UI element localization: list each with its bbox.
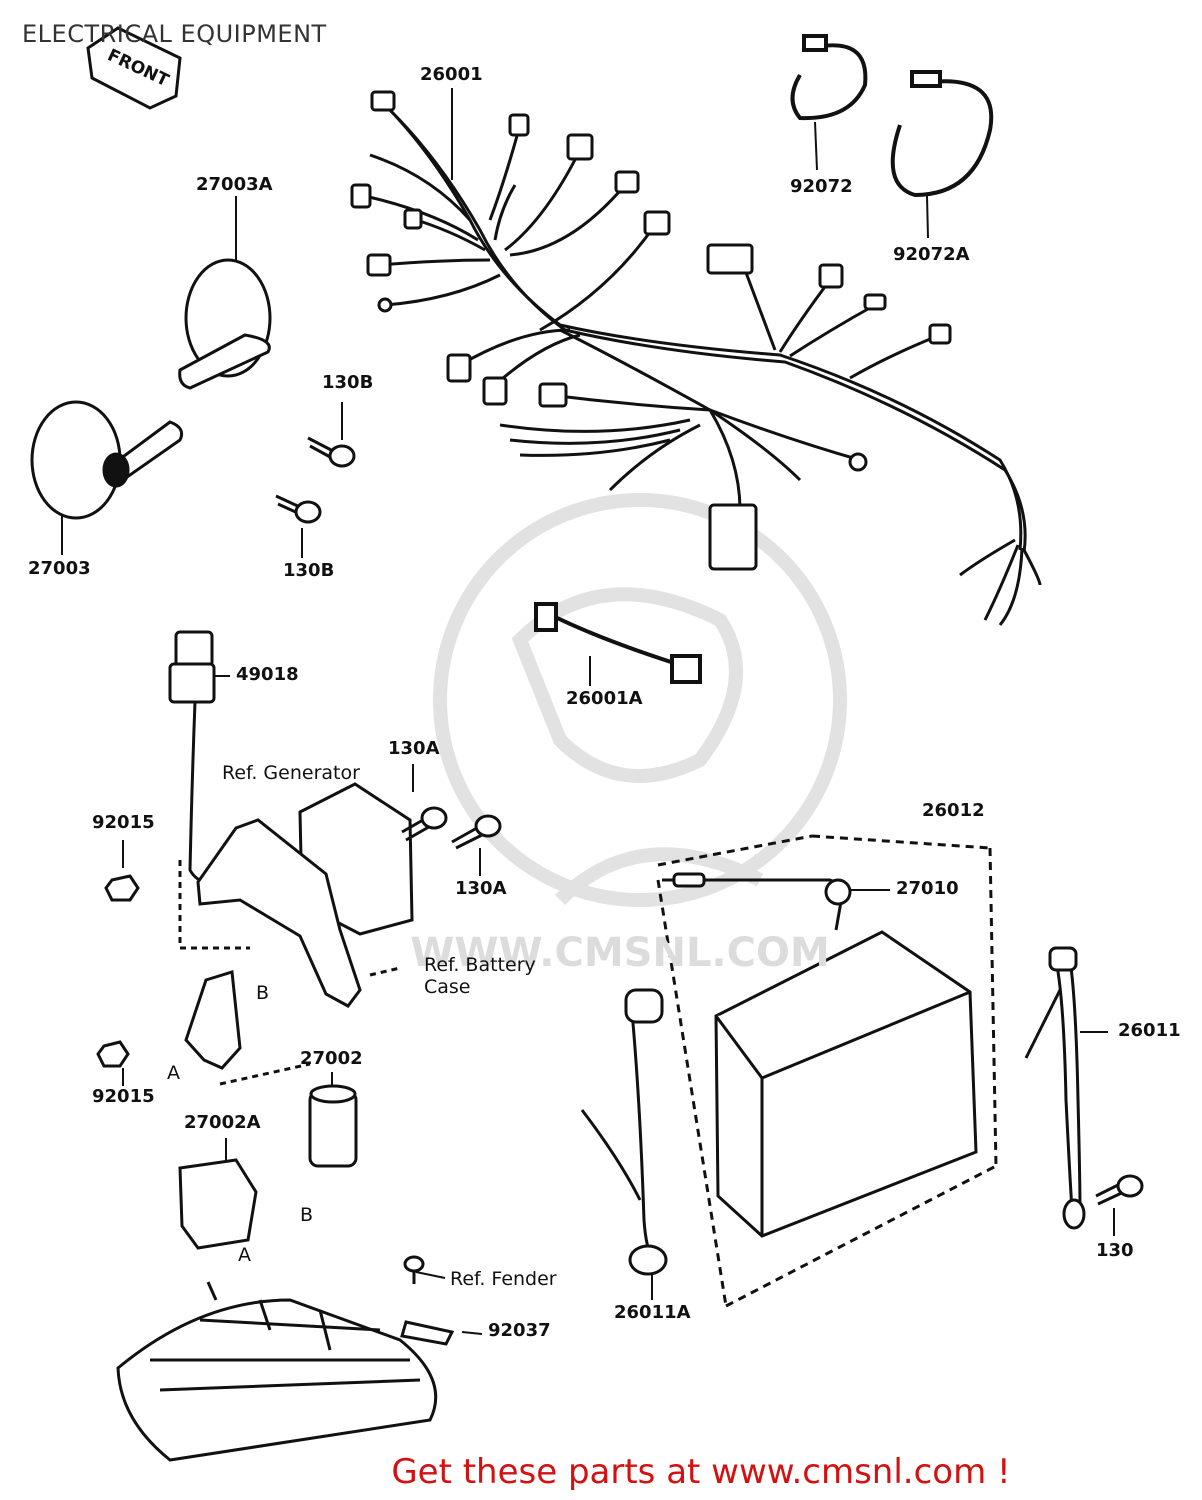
bolts-130A: [401, 806, 502, 850]
harness-connectors: [350, 90, 952, 571]
label-26012: 26012: [922, 800, 985, 821]
label-130A-bottom: 130A: [455, 878, 507, 899]
horns: [30, 258, 272, 520]
ground-cable: [580, 988, 668, 1276]
bolt-130: [1095, 1174, 1144, 1206]
label-92072: 92072: [790, 176, 853, 197]
label-26001A: 26001A: [566, 688, 643, 709]
front-arrow: FRONT: [86, 26, 182, 110]
igniters: [178, 1084, 358, 1250]
label-27010: 27010: [896, 878, 959, 899]
connection-b-upper: B: [256, 982, 270, 1004]
label-27002: 27002: [300, 1048, 363, 1069]
page-title: ELECTRICAL EQUIPMENT: [22, 20, 327, 48]
label-130B-top: 130B: [322, 372, 374, 393]
frame: [116, 1281, 438, 1462]
label-49018: 49018: [236, 664, 299, 685]
label-92072A: 92072A: [893, 244, 970, 265]
watermark-url: WWW.CMSNL.COM: [410, 930, 830, 976]
label-27002A: 27002A: [184, 1112, 261, 1133]
regulator-bracket: [178, 782, 414, 1086]
nuts-92015: [96, 874, 140, 1068]
clamp-bands: [790, 34, 994, 198]
label-92015-bottom: 92015: [92, 1086, 155, 1107]
relay: [168, 630, 216, 887]
connection-b-lower: B: [300, 1204, 314, 1226]
label-92037: 92037: [488, 1320, 551, 1341]
label-26011: 26011: [1118, 1020, 1181, 1041]
connection-a-upper: A: [167, 1062, 180, 1084]
wiring-harness: [359, 103, 1042, 626]
ref-battery-label: Ref. Battery: [424, 954, 536, 976]
label-130A-top: 130A: [388, 738, 440, 759]
leader-lines: [61, 88, 1115, 1335]
label-27003A: 27003A: [196, 174, 273, 195]
label-130: 130: [1096, 1240, 1134, 1261]
battery-cable: [1024, 946, 1086, 1230]
label-130B-bottom: 130B: [283, 560, 335, 581]
label-92015-top: 92015: [92, 812, 155, 833]
fender-rivet: [400, 1255, 455, 1346]
battery: [656, 834, 998, 1308]
watermark-logo: [433, 493, 847, 907]
label-26011A: 26011A: [614, 1302, 691, 1323]
label-26001: 26001: [420, 64, 483, 85]
ref-generator-label: Ref. Generator: [222, 762, 360, 784]
bolts-130B: [275, 436, 356, 524]
ref-fender-label: Ref. Fender: [450, 1268, 557, 1290]
footer-link[interactable]: Get these parts at www.cmsnl.com !: [391, 1452, 1011, 1492]
connection-a-lower: A: [238, 1244, 251, 1266]
sub-harness: [534, 602, 702, 684]
ref-case-label: Case: [424, 976, 471, 998]
label-27003: 27003: [28, 558, 91, 579]
